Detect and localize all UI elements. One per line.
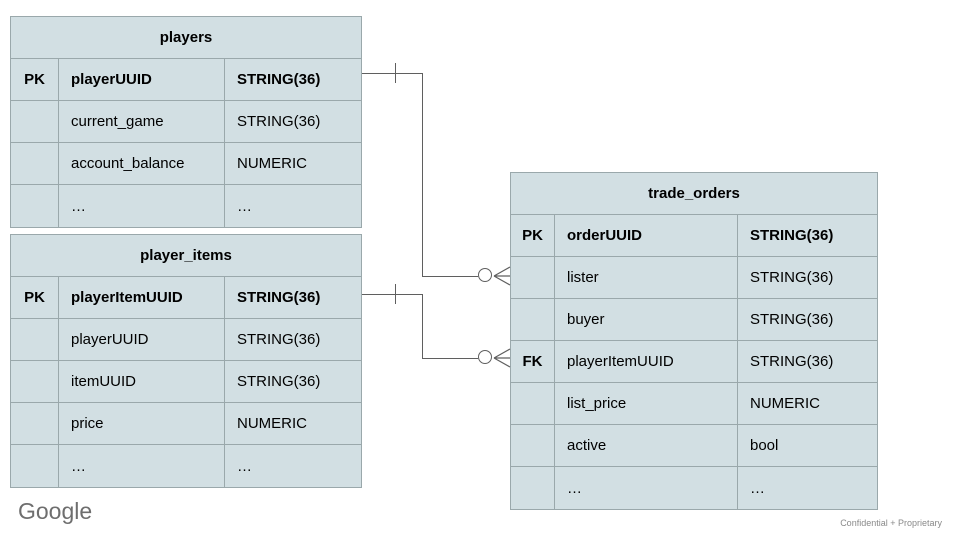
table-row[interactable]: active bool	[511, 425, 877, 467]
zero-circle-icon	[478, 350, 492, 364]
google-logo: Google	[18, 498, 93, 524]
row-key-badge	[11, 185, 59, 227]
row-column-name: …	[555, 467, 738, 509]
table-row[interactable]: FK playerItemUUID STRING(36)	[511, 341, 877, 383]
row-data-type: STRING(36)	[750, 227, 834, 244]
row-key-badge: PK	[511, 215, 555, 256]
cardinality-one-marker-player-items	[395, 284, 396, 304]
entity-player-items[interactable]: player_items PK playerItemUUID STRING(36…	[10, 234, 362, 488]
table-row[interactable]: … …	[11, 445, 361, 487]
row-key-badge: FK	[511, 341, 555, 382]
crows-foot-icon	[493, 266, 511, 286]
row-data-type: STRING(36)	[750, 269, 834, 286]
row-key-badge	[511, 299, 555, 340]
row-key-badge	[511, 425, 555, 466]
row-column-name: list_price	[555, 383, 738, 424]
table-row[interactable]: PK orderUUID STRING(36)	[511, 215, 877, 257]
row-column-name: lister	[555, 257, 738, 298]
relationship-line-players-to-trade-orders	[362, 73, 422, 74]
row-data-type: …	[750, 479, 765, 497]
entity-title-player-items: player_items	[11, 235, 361, 277]
row-column-name: account_balance	[59, 143, 225, 184]
table-row[interactable]: … …	[511, 467, 877, 509]
row-column-name: playerUUID	[59, 319, 225, 360]
row-key-badge	[511, 257, 555, 298]
confidential-notice: Confidential + Proprietary	[840, 518, 942, 528]
row-data-type: NUMERIC	[750, 395, 820, 412]
table-row[interactable]: playerUUID STRING(36)	[11, 319, 361, 361]
entity-players[interactable]: players PK playerUUID STRING(36) current…	[10, 16, 362, 228]
cardinality-one-marker-players	[395, 63, 396, 83]
row-data-type: STRING(36)	[750, 353, 834, 370]
relationship-line-player-items-to-trade-orders	[422, 358, 478, 359]
row-column-name: current_game	[59, 101, 225, 142]
table-row[interactable]: price NUMERIC	[11, 403, 361, 445]
row-data-type: STRING(36)	[237, 289, 321, 306]
entity-title-trade-orders: trade_orders	[511, 173, 877, 215]
row-column-name: …	[59, 185, 225, 227]
row-key-badge	[11, 403, 59, 444]
table-row[interactable]: current_game STRING(36)	[11, 101, 361, 143]
row-column-name: …	[59, 445, 225, 487]
row-data-type: …	[237, 197, 252, 215]
row-key-badge	[11, 101, 59, 142]
row-column-name: playerItemUUID	[59, 277, 225, 318]
row-data-type: STRING(36)	[750, 311, 834, 328]
table-row[interactable]: … …	[11, 185, 361, 227]
row-column-name: playerUUID	[59, 59, 225, 100]
row-key-badge	[11, 361, 59, 402]
table-row[interactable]: PK playerItemUUID STRING(36)	[11, 277, 361, 319]
row-data-type: …	[237, 457, 252, 475]
row-key-badge: PK	[11, 277, 59, 318]
row-key-badge	[11, 143, 59, 184]
row-column-name: buyer	[555, 299, 738, 340]
table-row[interactable]: lister STRING(36)	[511, 257, 877, 299]
row-key-badge: PK	[11, 59, 59, 100]
cardinality-zero-or-many-marker-lister	[478, 261, 524, 291]
entity-trade-orders[interactable]: trade_orders PK orderUUID STRING(36) lis…	[510, 172, 878, 510]
row-key-badge	[11, 445, 59, 487]
entity-title-players: players	[11, 17, 361, 59]
relationship-line-players-to-trade-orders	[422, 73, 423, 276]
row-column-name: orderUUID	[555, 215, 738, 256]
row-data-type: STRING(36)	[237, 373, 321, 390]
zero-circle-icon	[478, 268, 492, 282]
row-column-name: active	[555, 425, 738, 466]
row-data-type: NUMERIC	[237, 155, 307, 172]
relationship-line-player-items-to-trade-orders	[422, 294, 423, 358]
relationship-line-player-items-to-trade-orders	[362, 294, 422, 295]
row-column-name: itemUUID	[59, 361, 225, 402]
relationship-line-players-to-trade-orders	[422, 276, 478, 277]
row-data-type: STRING(36)	[237, 331, 321, 348]
row-key-badge	[511, 383, 555, 424]
table-row[interactable]: account_balance NUMERIC	[11, 143, 361, 185]
table-row[interactable]: buyer STRING(36)	[511, 299, 877, 341]
table-row[interactable]: PK playerUUID STRING(36)	[11, 59, 361, 101]
row-data-type: bool	[750, 437, 779, 454]
crows-foot-icon	[493, 348, 511, 368]
row-column-name: price	[59, 403, 225, 444]
row-data-type: STRING(36)	[237, 113, 321, 130]
cardinality-zero-or-many-marker-player-item-uuid	[478, 343, 524, 373]
row-key-badge	[11, 319, 59, 360]
row-data-type: NUMERIC	[237, 415, 307, 432]
table-row[interactable]: itemUUID STRING(36)	[11, 361, 361, 403]
table-row[interactable]: list_price NUMERIC	[511, 383, 877, 425]
row-data-type: STRING(36)	[237, 71, 321, 88]
row-key-badge	[511, 467, 555, 509]
row-column-name: playerItemUUID	[555, 341, 738, 382]
